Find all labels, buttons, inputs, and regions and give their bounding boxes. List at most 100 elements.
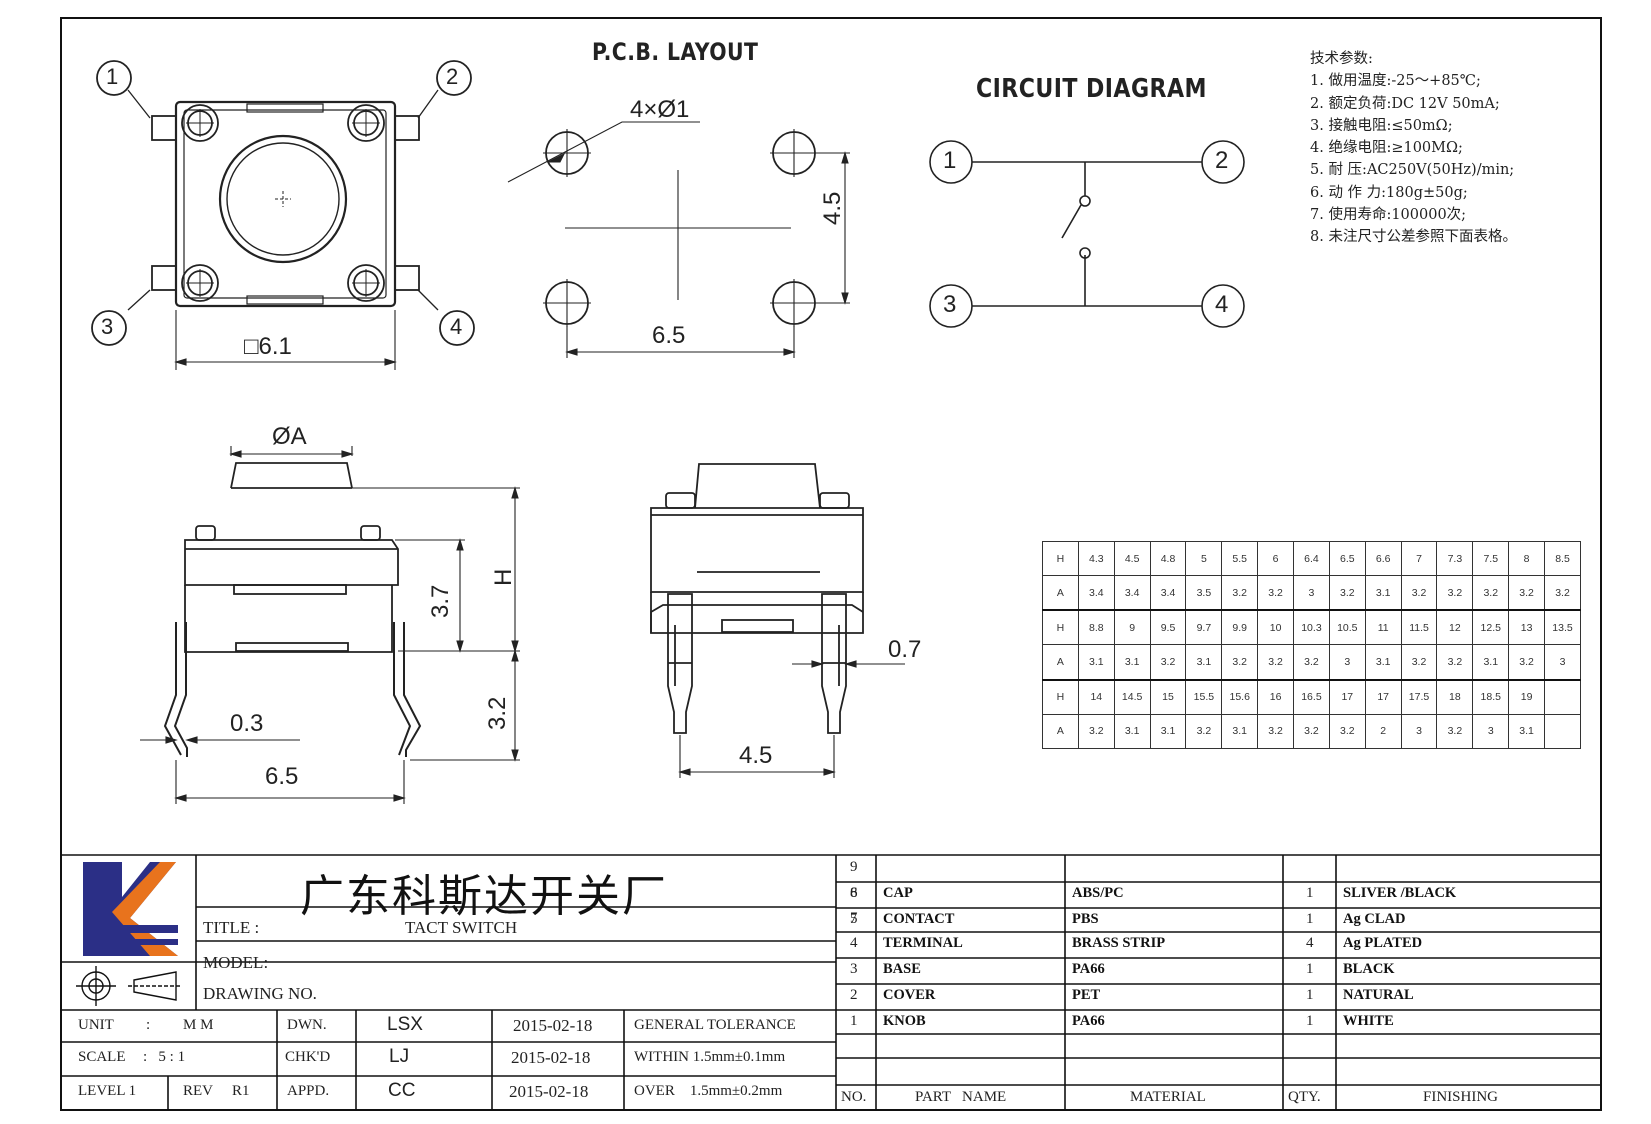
height-table-cell: 3 [1400, 713, 1438, 750]
chkd-value: LJ [389, 1046, 410, 1067]
height-table-cell: 3.2 [1293, 644, 1330, 681]
height-table-cell: 14 [1077, 679, 1115, 715]
height-table-cell: 3.2 [1149, 644, 1187, 681]
rev-label: REV [183, 1083, 213, 1099]
height-table-cell: 19 [1508, 679, 1546, 715]
height-table-cell: 3.5 [1185, 575, 1223, 612]
bom-material: PA66 [1072, 1013, 1105, 1029]
height-table-cell: 3.2 [1400, 644, 1438, 681]
height-table-cell: A [1042, 575, 1079, 612]
title-block-grid [61, 854, 1601, 1110]
height-table-cell: 7 [1400, 540, 1438, 577]
height-table-cell: 3.4 [1077, 575, 1115, 612]
bom-part-name: TERMINAL [883, 935, 963, 951]
height-table-cell: 4.8 [1149, 540, 1187, 577]
dim-knob-diameter: ØA [272, 423, 307, 450]
spec-item: 5. 耐 压:AC250V(50Hz)/min; [1310, 162, 1515, 179]
height-table-cell: A [1042, 713, 1079, 750]
height-table-cell: 8.8 [1077, 609, 1115, 646]
bom-material: PET [1072, 987, 1101, 1003]
height-table-cell: 12 [1436, 609, 1474, 646]
company-name: 广东科斯达开关厂 [300, 872, 668, 921]
bom-material: PA66 [1072, 961, 1105, 977]
bom-finishing: WHITE [1343, 1013, 1394, 1029]
height-table-cell: 17 [1364, 679, 1402, 715]
circuit-pin-1-label: 1 [943, 147, 957, 174]
tolerance-over: OVER 1.5mm±0.2mm [634, 1083, 783, 1099]
circuit-pin-4-label: 4 [1215, 291, 1229, 318]
height-table-cell: 7.3 [1436, 540, 1474, 577]
height-table-cell: 18.5 [1472, 679, 1510, 715]
spec-item: 2. 额定负荷:DC 12V 50mA; [1310, 95, 1500, 112]
appd-label: APPD. [287, 1083, 330, 1099]
dim-lead-span-side: 4.5 [739, 742, 773, 769]
height-table-cell: 17 [1328, 679, 1366, 715]
dim-top-square: □6.1 [244, 333, 292, 360]
spec-item: 1. 做用温度:-25～+85℃; [1310, 73, 1481, 90]
height-table-cell: 3.1 [1149, 713, 1187, 750]
height-table-cell: 4.3 [1077, 540, 1115, 577]
height-table-cell: 18 [1436, 679, 1474, 715]
height-table-cell: 9 [1113, 609, 1151, 646]
height-table-cell: 8.5 [1544, 540, 1581, 577]
spec-item: 4. 绝缘电阻:≥100MΩ; [1310, 140, 1463, 157]
height-table-cell: 6 [1257, 540, 1295, 577]
height-table-cell: 3 [1472, 713, 1510, 750]
tolerance-within: WITHIN 1.5mm±0.1mm [634, 1049, 786, 1065]
height-table-cell: H [1042, 540, 1079, 577]
dim-pcb-width: 6.5 [652, 322, 686, 349]
height-table-cell: 3 [1293, 575, 1330, 612]
bom-finishing: BLACK [1343, 961, 1395, 977]
bom-part-name: CONTACT [883, 911, 955, 927]
height-table-cell: 3.4 [1149, 575, 1187, 612]
dim-pcb-height: 4.5 [819, 191, 846, 225]
height-table-cell: 3.2 [1544, 575, 1581, 612]
height-table-cell: 3.2 [1221, 575, 1259, 612]
bom-material: ABS/PC [1072, 885, 1124, 901]
height-table-cell: 3.2 [1257, 575, 1295, 612]
rev-value: R1 [232, 1083, 250, 1099]
bom-qty: 1 [1306, 961, 1314, 977]
bom-header-part: PART NAME [915, 1089, 1007, 1105]
unit-value: M M [183, 1017, 214, 1033]
height-table-cell: 3.2 [1077, 713, 1115, 750]
dim-total-height: H [490, 568, 517, 586]
model-label: MODEL: [203, 953, 269, 972]
height-table-cell: 6.4 [1293, 540, 1330, 577]
height-table-cell: 9.5 [1149, 609, 1187, 646]
height-table-cell: 3.4 [1113, 575, 1151, 612]
unit-label: UNIT [78, 1017, 114, 1033]
height-table-cell: 3.2 [1436, 575, 1474, 612]
bom-row-number: 6 [850, 885, 858, 901]
height-table-cell: 3 [1544, 644, 1581, 681]
bom-row-number: 9 [850, 859, 858, 875]
height-table-cell: 17.5 [1400, 679, 1438, 715]
pin-4-label: 4 [450, 314, 463, 339]
height-table-cell: 8 [1508, 540, 1546, 577]
height-table-cell: 5 [1185, 540, 1223, 577]
bom-finishing: NATURAL [1343, 987, 1414, 1003]
top-view [91, 60, 475, 370]
bom-row-number: 2 [850, 987, 858, 1003]
dim-lead-span-front: 6.5 [265, 763, 299, 790]
dwn-label: DWN. [287, 1017, 327, 1033]
appd-value: CC [388, 1080, 416, 1101]
height-table-cell: 3 [1328, 644, 1366, 681]
height-table-cell: 3.1 [1185, 644, 1223, 681]
scale-label: SCALE [78, 1049, 126, 1065]
height-table-cell: 3.2 [1221, 644, 1259, 681]
height-table-cell: 3.2 [1472, 575, 1510, 612]
circuit-pin-2-label: 2 [1215, 147, 1229, 174]
height-table-cell: 10 [1257, 609, 1295, 646]
chkd-label: CHK'D [285, 1049, 331, 1065]
height-table-cell: 3.1 [1221, 713, 1259, 750]
height-table-cell: 14.5 [1113, 679, 1151, 715]
height-table-cell: A [1042, 644, 1079, 681]
bom-finishing: Ag CLAD [1343, 911, 1406, 927]
height-table-cell: 5.5 [1221, 540, 1259, 577]
